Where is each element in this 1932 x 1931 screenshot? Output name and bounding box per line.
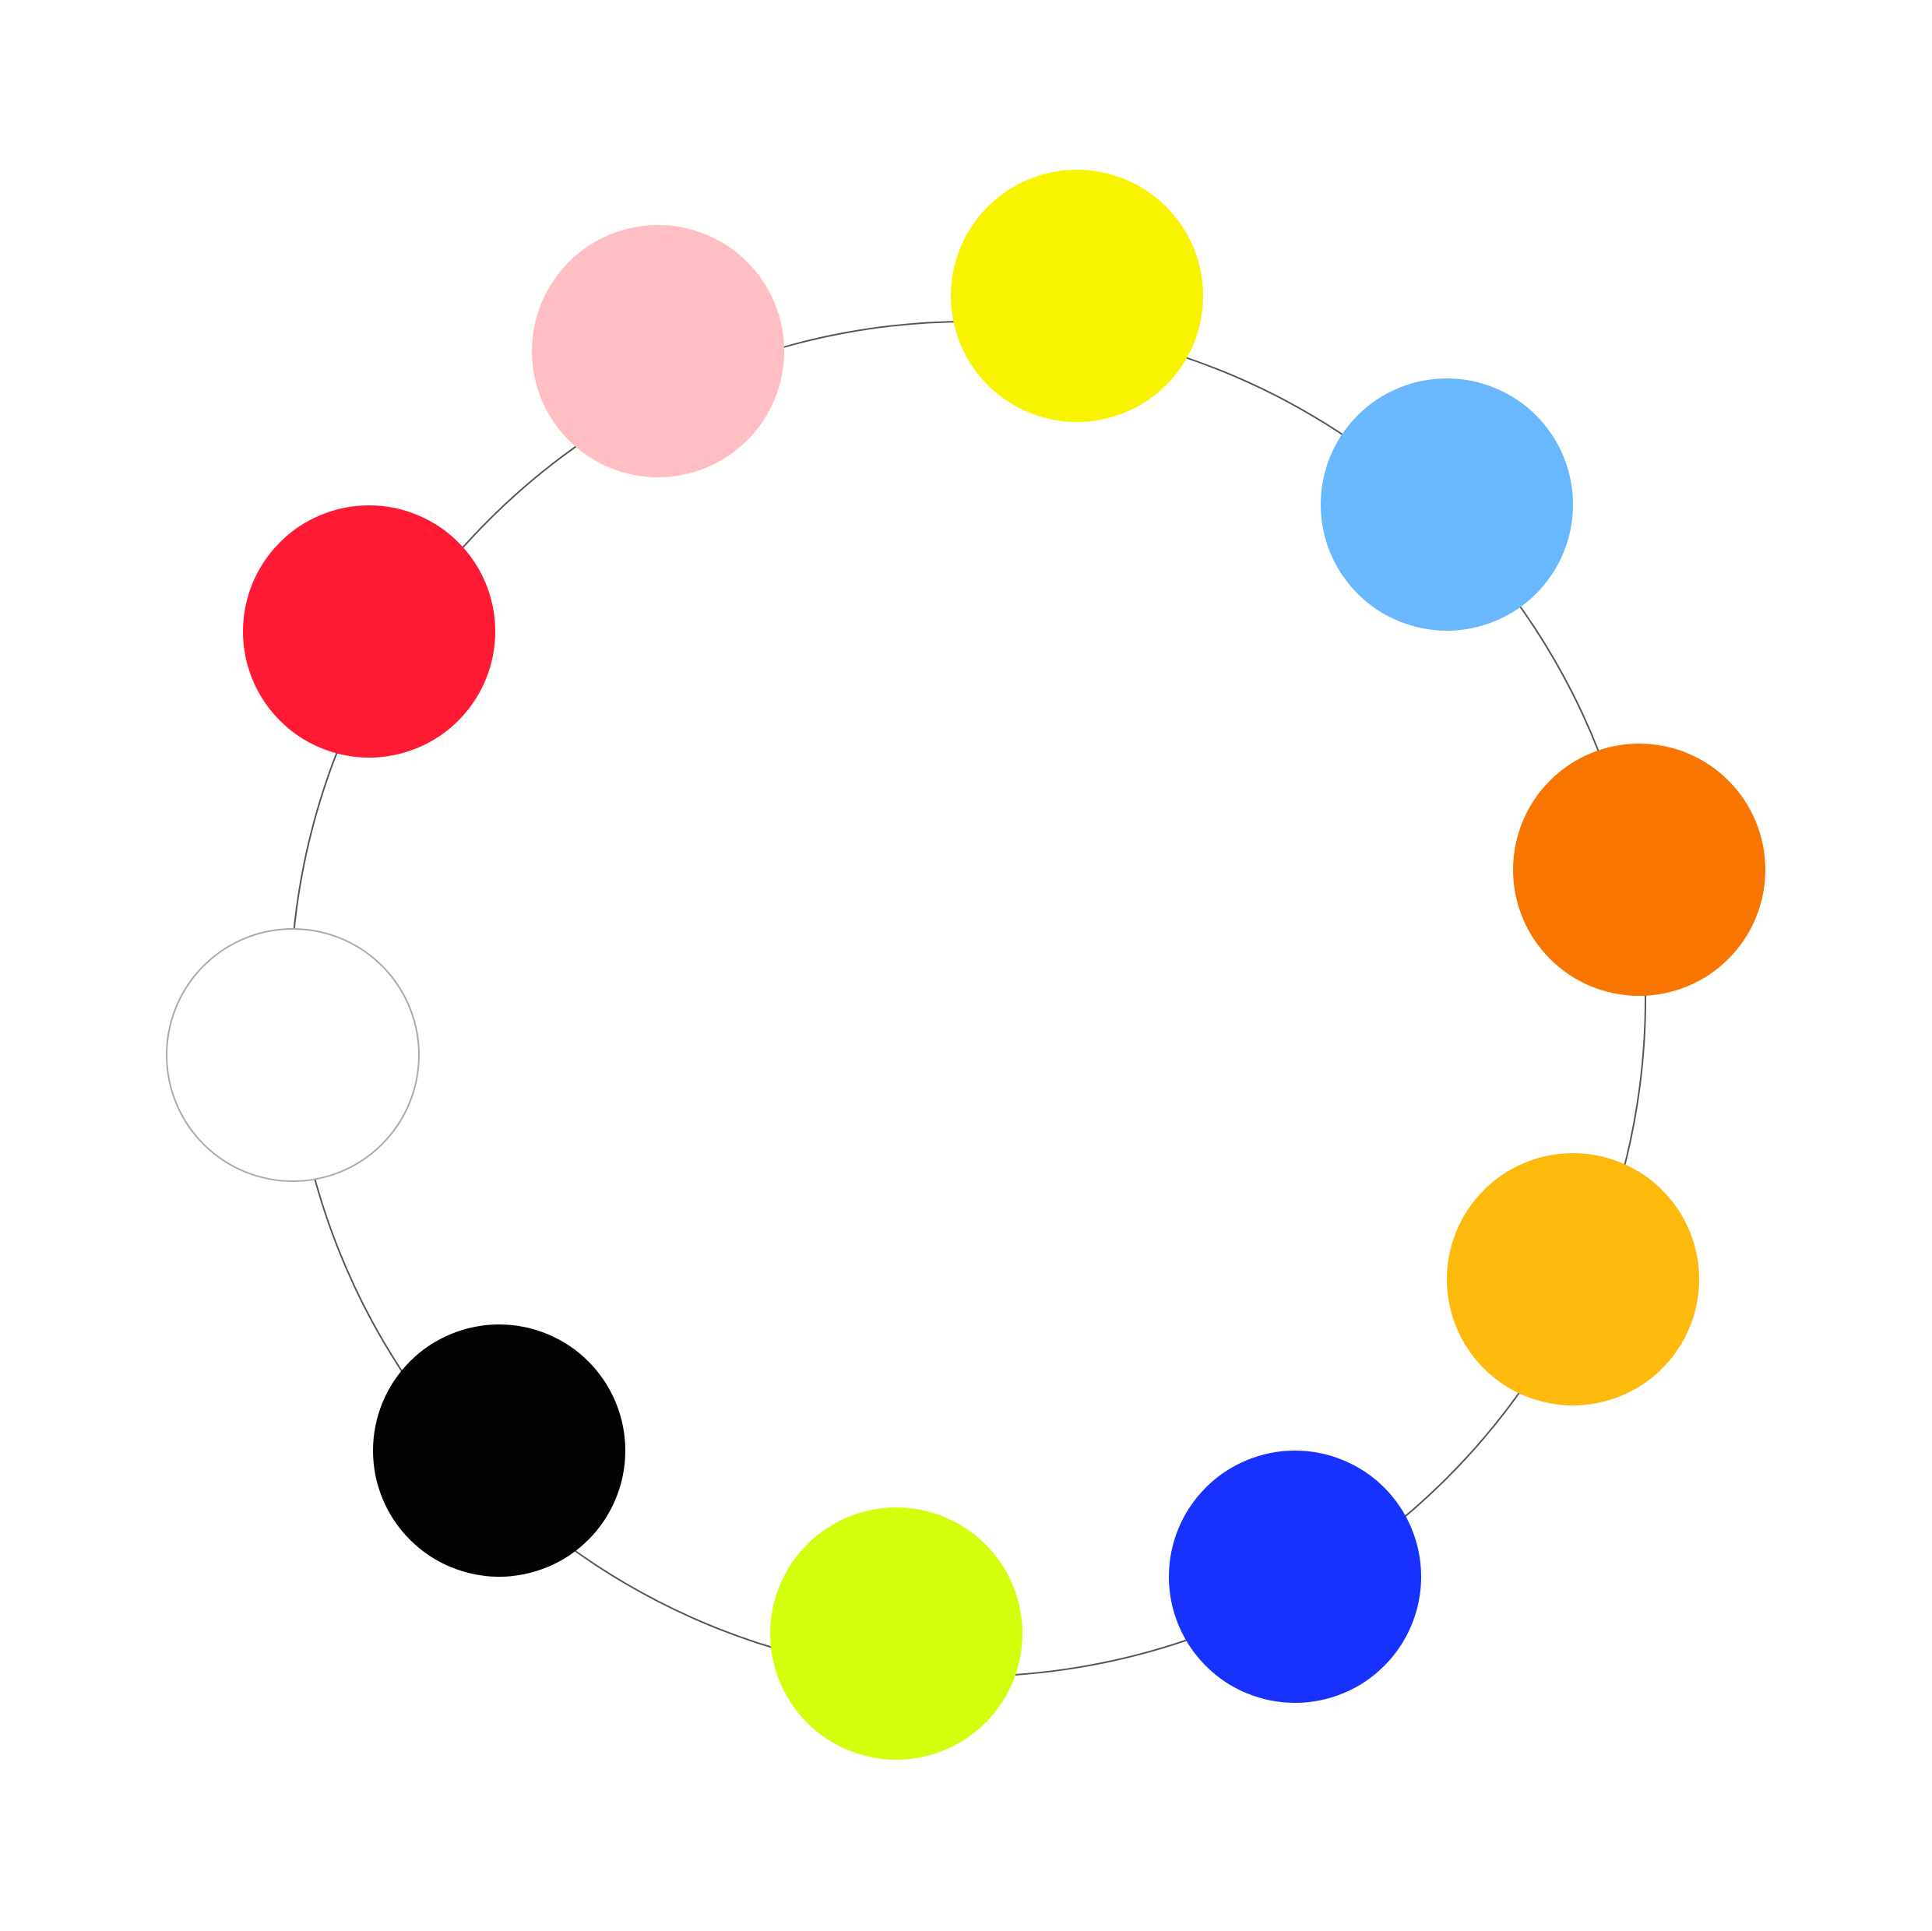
node-blue: [1169, 1451, 1421, 1703]
node-orange: [1513, 744, 1765, 996]
node-amber: [1447, 1153, 1699, 1405]
node-yellow: [951, 170, 1203, 422]
node-black: [373, 1324, 625, 1577]
node-pink: [532, 225, 784, 477]
node-white: [166, 928, 420, 1182]
node-layer: [166, 170, 1765, 1760]
node-red: [243, 505, 495, 758]
node-lime: [770, 1507, 1022, 1760]
node-light-blue: [1321, 378, 1573, 631]
